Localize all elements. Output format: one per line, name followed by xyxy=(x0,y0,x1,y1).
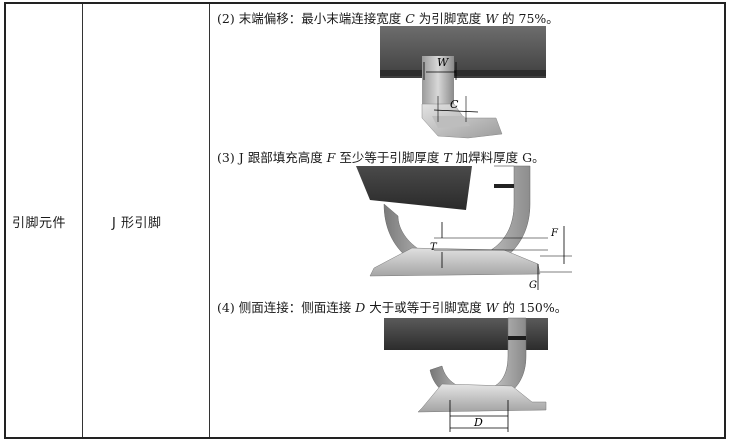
side-length-label: D xyxy=(473,416,483,429)
column-divider xyxy=(209,4,210,437)
side-joint-figure: D xyxy=(384,317,548,432)
requirement-2: (2) 末端偏移：最小末端连接宽度 C 为引脚宽度 W 的 75%。 xyxy=(217,11,559,26)
requirement-3: (3) J 跟部填充高度 F 至少等于引脚厚度 T 加焊料厚度 G。 xyxy=(217,150,545,165)
lead-type-cell: J 形引脚 xyxy=(112,216,162,231)
end-width-label: C xyxy=(450,98,459,111)
width-label: W xyxy=(437,56,450,69)
fillet-height-label: F xyxy=(550,228,559,239)
heel-fillet-figure: T F G xyxy=(356,165,572,291)
column-divider xyxy=(82,4,83,437)
end-offset-figure: W C xyxy=(380,26,546,139)
solder-thickness-label: G xyxy=(529,280,537,291)
component-type-cell: 引脚元件 xyxy=(12,216,67,231)
requirement-4: (4) 侧面连接：侧面连接 D 大于或等于引脚宽度 W 的 150%。 xyxy=(217,300,568,315)
thickness-label: T xyxy=(430,242,438,253)
requirements-table xyxy=(4,2,726,439)
